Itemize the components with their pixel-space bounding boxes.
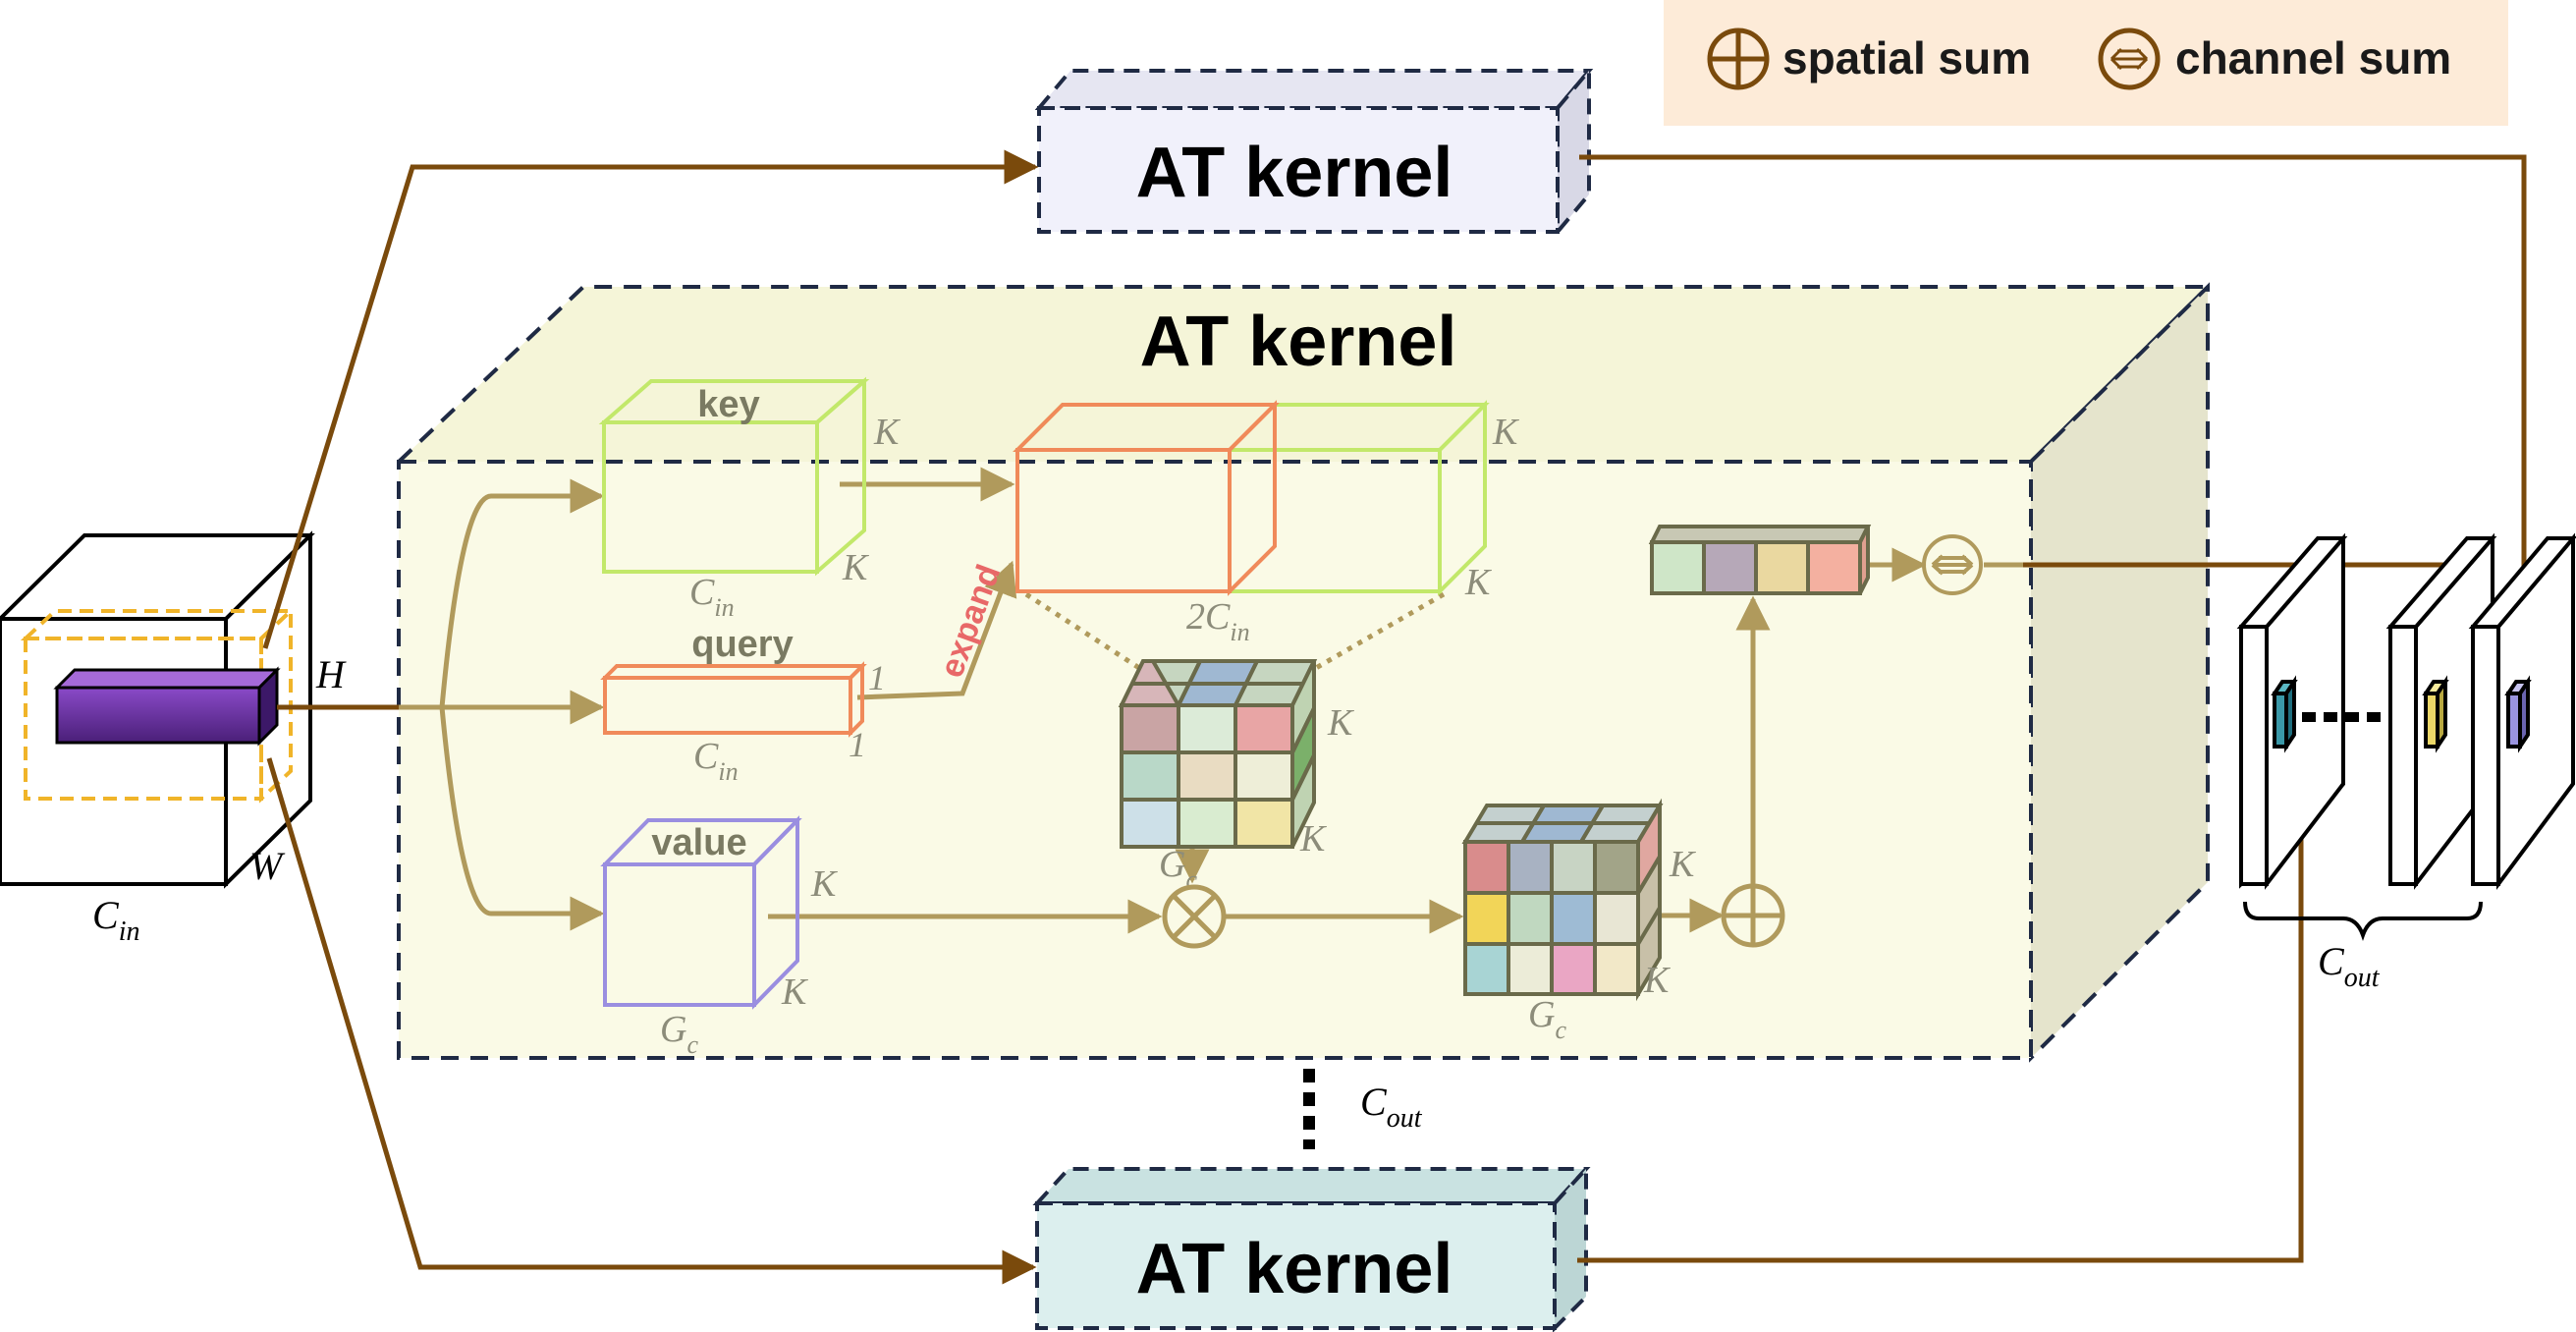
key-label: key [697,384,759,425]
concat-2cin-label: 2Cin [1186,596,1250,646]
main-at-kernel-title: AT kernel [1140,303,1457,381]
query-label: query [691,624,793,665]
legend: spatial sum channel sum [1664,0,2508,126]
attention-k-right: K [1327,702,1354,744]
arrow-input-to-bottom-kernel [266,757,1037,1285]
output-cube-top [1461,804,1664,844]
kernel-ellipsis: Cout [1303,1069,1423,1149]
top-at-kernel-title: AT kernel [1136,134,1453,212]
query-block: query 1 1 Cin [600,624,886,786]
spatial-sum-icon [1707,28,1770,90]
key-k-right: K [873,412,901,453]
top-at-kernel: AT kernel [1034,65,1594,238]
concat-k-right: K [1492,412,1519,453]
key-k-bottom: K [842,547,869,588]
value-k-bottom: K [781,971,808,1013]
arrow-top-kernel-to-output [1579,154,2542,682]
arrow-bottom-kernel-to-output [1577,733,2319,1263]
value-label: value [651,822,746,863]
multiply-operator-icon [1162,884,1227,949]
key-block: key K K Cin [598,376,901,622]
summed-vector [1648,525,1872,595]
output-gc-label: Gc [1528,994,1566,1044]
attention-cube-top [1118,659,1318,707]
output-pixel-yellow [2422,675,2449,753]
value-block: value K K Gc [600,815,838,1059]
output-cube-front [1463,840,1640,996]
query-cin-label: Cin [693,736,739,786]
input-h-label: H [315,652,347,696]
output-cube: K K Gc [1461,798,1696,1044]
legend-spatial-sum-label: spatial sum [1782,32,2031,83]
bottom-at-kernel-title: AT kernel [1136,1230,1453,1308]
value-k-right: K [810,863,838,905]
output-k-bottom: K [1643,960,1671,1001]
channel-sum-icon [2098,28,2161,90]
legend-channel-sum-label: channel sum [2175,32,2451,83]
input-w-label: W [249,844,286,888]
attention-cube: K K Gc [1118,659,1354,894]
output-pixel-purple [2504,675,2532,753]
bottom-at-kernel: AT kernel [1032,1163,1591,1332]
concat-block: K K 2Cin [1013,400,1519,646]
query-one-bottom: 1 [849,725,866,764]
key-cin-label: Cin [689,572,735,622]
output-brace: Cout [2243,901,2483,993]
middle-cout-label: Cout [1360,1080,1423,1134]
inner-arrows [399,467,2023,934]
query-one-right: 1 [868,658,886,697]
spatial-sum-operator-icon [1721,883,1785,948]
arrow-input-to-top-kernel [262,149,1039,649]
output-cube-side [1636,798,1662,1002]
output-feature-maps [2236,532,2576,891]
concat-k-bottom: K [1464,562,1492,603]
right-cout-label: Cout [2318,939,2381,993]
value-gc-label: Gc [660,1009,698,1059]
attention-k-bottom: K [1299,818,1327,860]
output-map-3 [2468,532,2576,891]
attention-cube-front [1120,703,1294,849]
channel-sum-operator-icon [1922,534,1983,595]
input-tensor: H W Cin [0,530,347,947]
legend-background [1664,0,2508,126]
input-feature-vector [53,666,281,747]
input-cin-label: Cin [92,893,139,947]
output-k-right: K [1669,844,1696,885]
output-pixel-teal [2271,675,2298,753]
